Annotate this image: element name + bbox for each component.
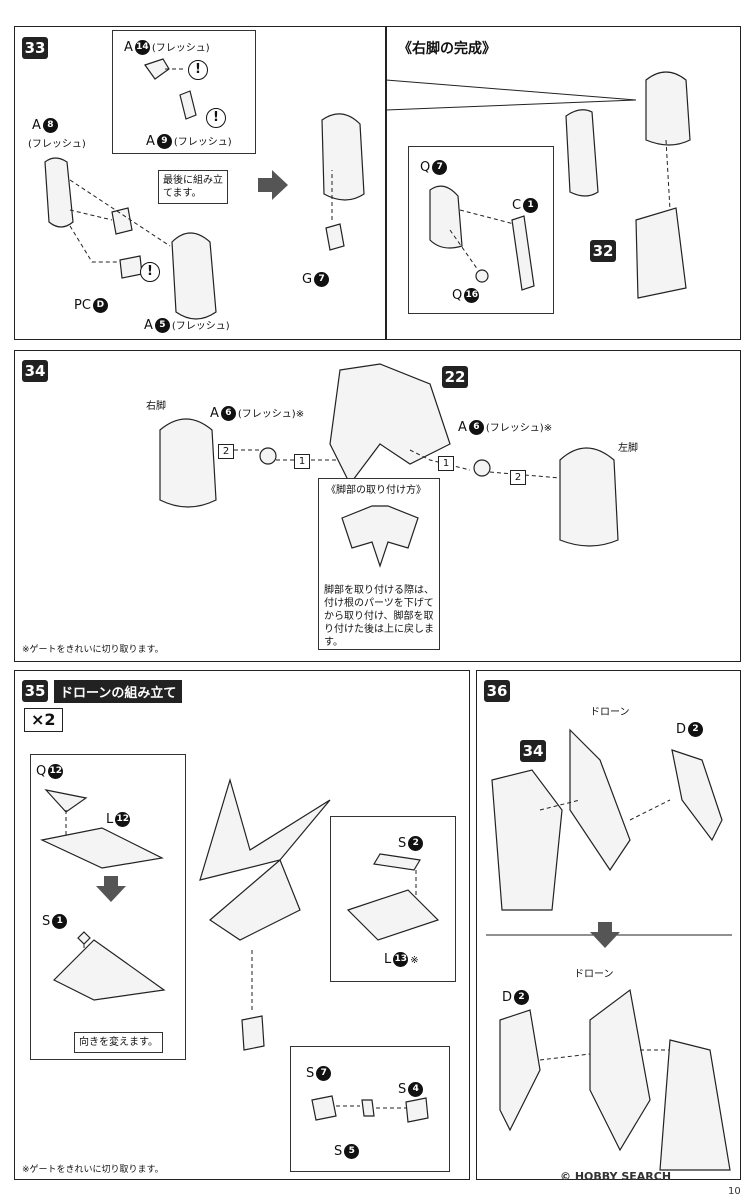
- label-drone-top: ドローン: [590, 707, 630, 718]
- step-33-assembly-drawing: [44, 157, 217, 320]
- sequence-step-2: 2: [510, 470, 526, 485]
- step-36-bottom-drawing: [499, 988, 731, 1171]
- step-35-number: 35: [22, 680, 48, 702]
- ref-step-32-badge: 32: [590, 240, 616, 262]
- hobby-search-watermark: © HOBBY SEARCH: [560, 1170, 672, 1183]
- step-33-callout: 最後に組み立てます。: [158, 170, 228, 204]
- step-34-number: 34: [22, 360, 48, 382]
- drone-substep-box: [30, 754, 186, 1060]
- label-a8-note: (フレッシュ): [28, 139, 86, 150]
- leg-mount-detail-drawing: [341, 505, 419, 568]
- page-number: 10: [728, 1186, 741, 1197]
- q7-c1-drawing: [429, 185, 535, 291]
- s1-drawing: [52, 931, 166, 1001]
- leg-mount-inset-text: 脚部を取り付ける際は、付け根のパーツを下げてから取り付け、脚部を取り付けた後は上…: [324, 585, 434, 648]
- right-leg-complete-title: 《右脚の完成》: [398, 41, 496, 57]
- substep-down-arrow-icon: [96, 876, 126, 902]
- caution-icon: !: [206, 108, 226, 128]
- step-36-down-arrow-icon: [590, 922, 620, 948]
- sequence-step-2: 2: [218, 444, 234, 459]
- label-right-leg: 右脚: [146, 401, 166, 412]
- label-drone-bottom: ドローン: [574, 969, 614, 980]
- label-left-leg: 左脚: [618, 443, 638, 454]
- a14-part-drawing: [144, 58, 197, 120]
- big-right-arrow-icon: [258, 170, 288, 200]
- drone-main-drawing: [199, 777, 331, 1051]
- ref-step-22-badge: 22: [442, 366, 468, 388]
- s2-l13-drawing: [346, 853, 440, 941]
- step-36-number: 36: [484, 680, 510, 702]
- step-33-number: 33: [22, 37, 48, 59]
- sequence-step-1: 1: [294, 454, 310, 469]
- step-34-gate-note: ※ゲートをきれいに切り取ります。: [22, 645, 164, 655]
- step-36-top-drawing: [491, 728, 723, 911]
- g7-assembly-drawing: [321, 113, 365, 251]
- leg-mount-inset-title: 《脚部の取り付け方》: [326, 485, 426, 496]
- q12-l12-drawing: [40, 789, 164, 869]
- step-34-assembly-drawing: [159, 363, 619, 547]
- step-35-title: ドローンの組み立て: [54, 680, 183, 703]
- multiplier-badge: ×2: [24, 708, 63, 732]
- ref-step-34-badge: 34: [520, 740, 546, 762]
- caution-icon: !: [140, 262, 160, 282]
- caution-icon: !: [188, 60, 208, 80]
- right-leg-complete-drawing: [385, 71, 691, 299]
- turn-around-note: 向きを変えます。: [74, 1032, 163, 1053]
- s7-s4-s5-drawing: [311, 1095, 429, 1123]
- sequence-step-1: 1: [438, 456, 454, 471]
- step-35-gate-note: ※ゲートをきれいに切り取ります。: [22, 1165, 164, 1175]
